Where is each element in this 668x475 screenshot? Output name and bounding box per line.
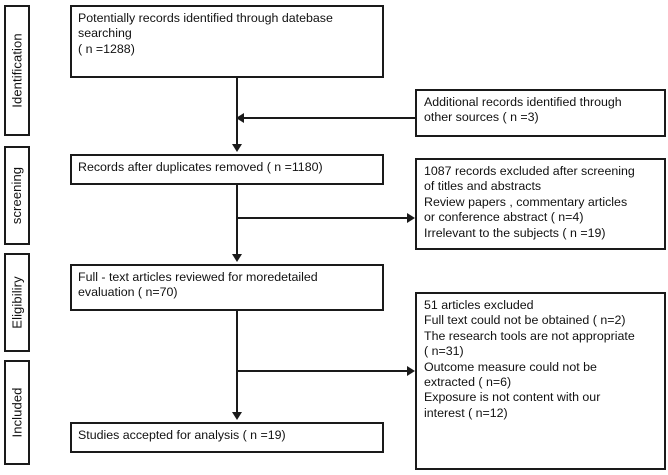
box-studies-accepted: Studies accepted for analysis ( n =19)	[70, 422, 384, 453]
stage-label-included: Included	[4, 360, 30, 465]
box-records-excluded-screening: 1087 records excluded after screening of…	[415, 158, 666, 250]
arrowhead-right-to-records-excluded-screening	[407, 213, 415, 223]
box-records-identified-text: Potentially records identified through d…	[78, 11, 333, 56]
arrowhead-down-to-studies-accepted	[232, 412, 242, 420]
box-full-text-reviewed: Full - text articles reviewed for morede…	[70, 264, 384, 311]
box-records-after-duplicates-text: Records after duplicates removed ( n =11…	[78, 160, 323, 174]
box-records-identified: Potentially records identified through d…	[70, 5, 384, 78]
arrowhead-right-to-articles-excluded-eligibility	[407, 366, 415, 376]
stage-label-identification: Identification	[4, 5, 30, 136]
box-additional-records: Additional records identified through ot…	[415, 89, 666, 137]
stage-label-screening-text: screening	[9, 166, 25, 225]
connector-identification-to-screening	[236, 78, 238, 146]
box-records-after-duplicates: Records after duplicates removed ( n =11…	[70, 154, 384, 185]
connector-screening-to-eligibility	[236, 185, 238, 256]
stage-label-included-text: Included	[9, 387, 25, 438]
arrowhead-down-to-full-text-reviewed	[232, 254, 242, 262]
stage-label-eligibility: Eligibiliry	[4, 253, 30, 352]
box-studies-accepted-text: Studies accepted for analysis ( n =19)	[78, 428, 286, 442]
stage-label-eligibility-text: Eligibiliry	[9, 276, 25, 329]
box-articles-excluded-eligibility-text: 51 articles excluded Full text could not…	[424, 298, 635, 420]
box-articles-excluded-eligibility: 51 articles excluded Full text could not…	[415, 292, 666, 470]
connector-to-articles-excluded-eligibility	[236, 370, 407, 372]
arrowhead-down-to-records-after-duplicates	[232, 144, 242, 152]
connector-additional-records-into-flow	[244, 117, 415, 119]
box-full-text-reviewed-text: Full - text articles reviewed for morede…	[78, 270, 318, 300]
box-records-excluded-screening-text: 1087 records excluded after screening of…	[424, 164, 635, 240]
connector-eligibility-to-included	[236, 311, 238, 414]
arrowhead-left-into-flow	[236, 113, 244, 123]
stage-label-screening: screening	[4, 146, 30, 245]
box-additional-records-text: Additional records identified through ot…	[424, 95, 622, 125]
connector-to-records-excluded-screening	[236, 217, 407, 219]
stage-label-identification-text: Identification	[9, 33, 25, 108]
